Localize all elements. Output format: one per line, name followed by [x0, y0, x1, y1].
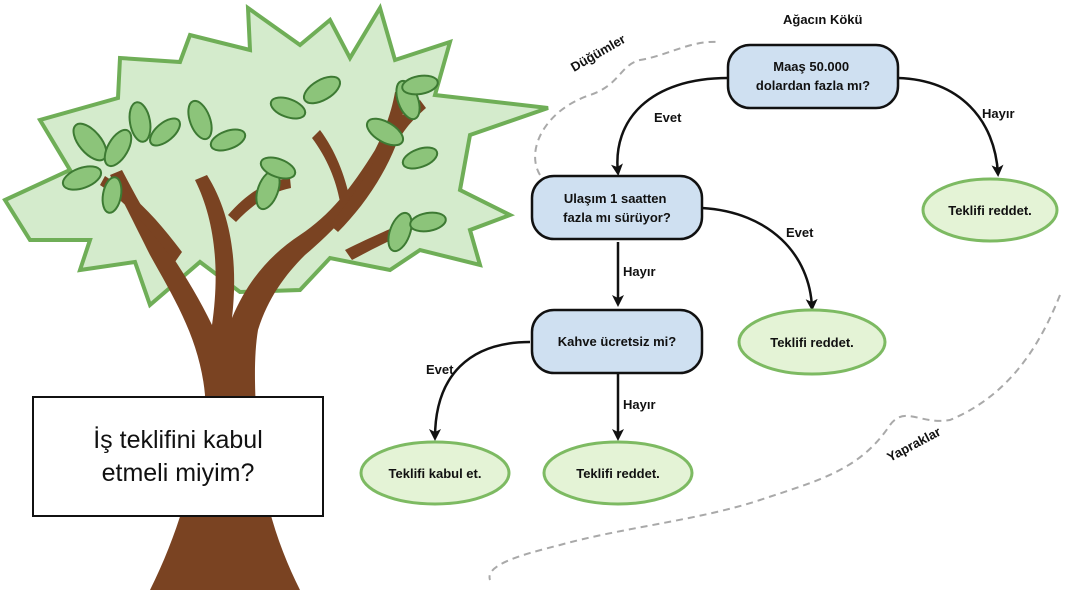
edge-coffee-yes — [429, 340, 531, 441]
leaves-annotation: Yapraklar — [884, 424, 943, 465]
question-box: İş teklifini kabul etmeli miyim? — [32, 396, 324, 517]
decision-line: dolardan fazla mı? — [756, 78, 870, 93]
outcome-text: Teklifi reddet. — [576, 466, 660, 481]
edge-commute-yes — [701, 206, 818, 311]
edge-label-salary-yes: Evet — [654, 110, 682, 125]
outcome-ellipse — [542, 440, 694, 506]
decision-box — [726, 43, 900, 110]
leaf — [259, 156, 297, 180]
outcome-node-reject-commute: Teklifi reddet. — [737, 308, 887, 376]
edge-salary-yes — [611, 76, 729, 176]
edge-labels: Evet Hayır Evet Hayır Evet Hayır — [426, 106, 1015, 412]
outcome-ellipse — [359, 440, 511, 506]
leaf — [209, 128, 247, 152]
leaf — [149, 117, 181, 147]
decision-node-salary: Maaş 50.000 dolardan fazla mı? — [726, 43, 900, 110]
leaf — [128, 101, 152, 143]
leaf — [401, 74, 439, 96]
question-text: İş teklifini kabul etmeli miyim? — [93, 425, 263, 487]
leaf — [61, 165, 103, 191]
decision-box — [530, 308, 704, 375]
leaves-bracket — [488, 294, 1061, 581]
leaf — [269, 96, 307, 120]
decision-line: Maaş 50.000 — [773, 59, 849, 74]
leaf — [365, 117, 405, 147]
decision-text-commute: Ulaşım 1 saatten fazla mı sürüyor? — [563, 191, 671, 225]
decision-node-commute: Ulaşım 1 saatten fazla mı sürüyor? — [530, 174, 704, 241]
leaf — [302, 75, 342, 105]
decision-text-coffee: Kahve ücretsiz mi? — [558, 334, 677, 349]
tree-leaves — [61, 74, 447, 253]
tree-trunk — [110, 92, 406, 590]
edges — [429, 76, 1004, 441]
decision-line: Ulaşım 1 saatten — [564, 191, 667, 206]
leaf — [387, 211, 413, 253]
outcome-node-accept: Teklifi kabul et. — [359, 440, 511, 506]
leaf — [101, 176, 123, 214]
decision-line: fazla mı sürüyor? — [563, 210, 671, 225]
tree-branch-top — [312, 130, 350, 202]
edge-label-salary-no: Hayır — [982, 106, 1015, 121]
root-annotation: Ağacın Kökü — [783, 12, 863, 27]
nodes-bracket — [534, 40, 721, 176]
outcome-text: Teklifi reddet. — [948, 203, 1032, 218]
decision-line: Kahve ücretsiz mi? — [558, 334, 677, 349]
edge-label-coffee-no: Hayır — [623, 397, 656, 412]
outcome-text: Teklifi reddet. — [770, 335, 854, 350]
leaf — [401, 146, 439, 170]
outcome-ellipse — [921, 177, 1059, 243]
outcome-text: Teklifi kabul et. — [389, 466, 482, 481]
decision-text-salary: Maaş 50.000 dolardan fazla mı? — [756, 59, 870, 93]
tree-illustration — [2, 3, 549, 590]
leaf — [103, 128, 133, 168]
leaf — [187, 99, 213, 141]
annotation-dashes — [488, 40, 1061, 581]
decision-node-coffee: Kahve ücretsiz mi? — [530, 308, 704, 375]
outcome-node-reject-coffee: Teklifi reddet. — [542, 440, 694, 506]
outcome-ellipse — [737, 308, 887, 376]
nodes-annotation: Düğümler — [568, 31, 628, 74]
edge-label-coffee-yes: Evet — [426, 362, 454, 377]
decision-box — [530, 174, 704, 241]
outcome-node-reject-salary: Teklifi reddet. — [921, 177, 1059, 243]
edge-label-commute-no: Hayır — [623, 264, 656, 279]
leaf — [409, 211, 447, 233]
edge-label-commute-yes: Evet — [786, 225, 814, 240]
edge-salary-no — [897, 76, 1004, 177]
